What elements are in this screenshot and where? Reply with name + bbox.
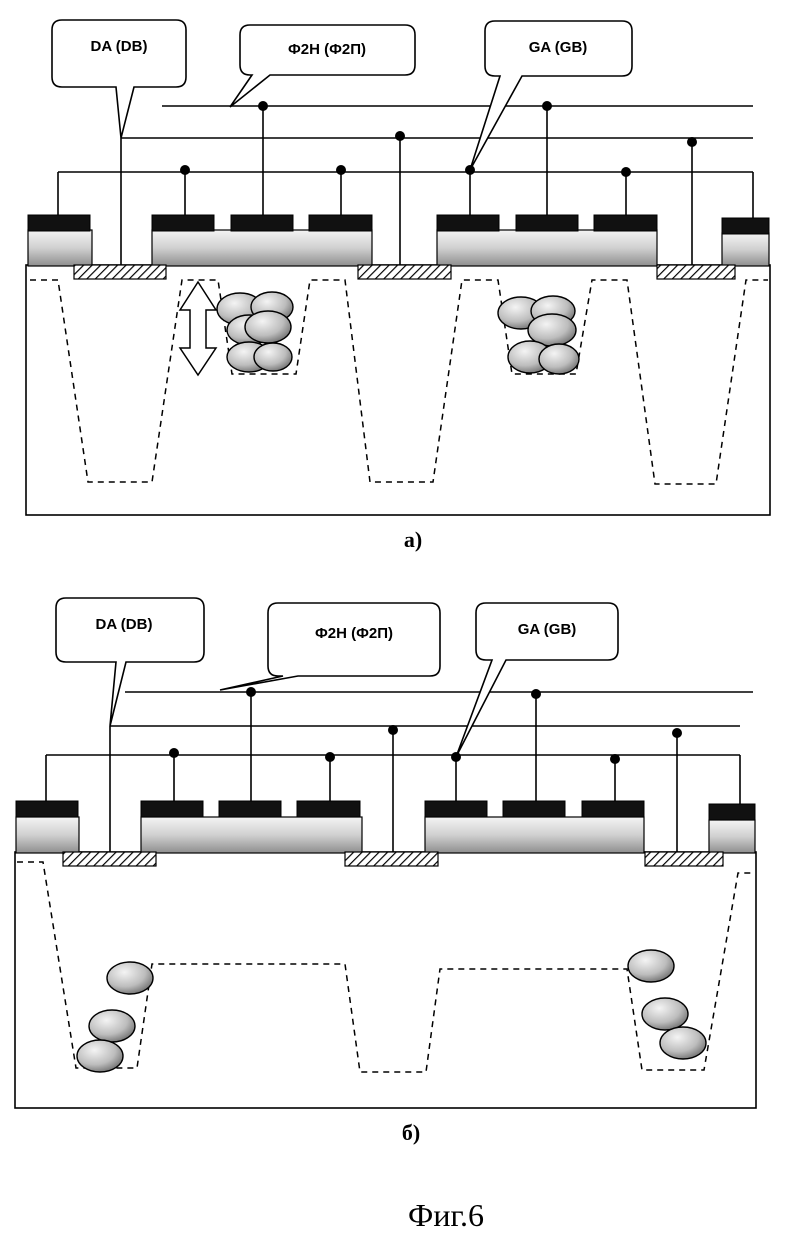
gate-electrode [503, 801, 565, 817]
gate-electrode [231, 215, 293, 231]
gate-electrode [141, 801, 203, 817]
gate-electrode [309, 215, 372, 231]
figure-label: Фиг.6 [408, 1197, 484, 1233]
substrate [26, 265, 770, 515]
gate-electrode [28, 215, 90, 231]
callout-gate-label: GA (GB) [529, 39, 588, 56]
callout-gate-label: GA (GB) [518, 621, 577, 638]
gate-electrode [425, 801, 487, 817]
panel-a: DA (DB) Ф2Н (Ф2П) GA (GB) а) [26, 20, 770, 552]
panel-b: DA (DB) Ф2Н (Ф2П) GA (GB) б) [15, 598, 756, 1145]
gate-electrode [297, 801, 360, 817]
oxide-layer [141, 817, 362, 853]
oxide-layer [722, 233, 769, 266]
oxide-layer [28, 230, 92, 266]
diffusion-region [63, 852, 156, 866]
oxide-layer [425, 817, 644, 853]
callout-phase-label: Ф2Н (Ф2П) [315, 625, 393, 642]
gate-electrode [219, 801, 281, 817]
gate-electrode [16, 801, 78, 817]
caption-panel-b: б) [402, 1120, 420, 1145]
oxide-layer [437, 230, 657, 266]
gate-electrode [516, 215, 578, 231]
diffusion-region [358, 265, 451, 279]
gate-electrode [722, 218, 769, 234]
gate-electrode [437, 215, 499, 231]
gate-electrode [582, 801, 644, 817]
oxide-layer [709, 820, 755, 853]
oxide-layer [16, 817, 79, 853]
diffusion-region [345, 852, 438, 866]
electron-cluster [217, 292, 293, 372]
diffusion-region [74, 265, 166, 279]
oxide-layer [152, 230, 372, 266]
callout-phase-label: Ф2Н (Ф2П) [288, 41, 366, 58]
caption-panel-a: а) [404, 527, 422, 552]
callout-drain-label: DA (DB) [96, 616, 153, 633]
callout-phase [230, 25, 415, 107]
callout-drain-label: DA (DB) [91, 38, 148, 55]
gate-electrode [709, 804, 755, 820]
gate-electrode [594, 215, 657, 231]
gate-electrode [152, 215, 214, 231]
callout-phase [220, 603, 440, 690]
diffusion-region [657, 265, 735, 279]
diffusion-region [645, 852, 723, 866]
